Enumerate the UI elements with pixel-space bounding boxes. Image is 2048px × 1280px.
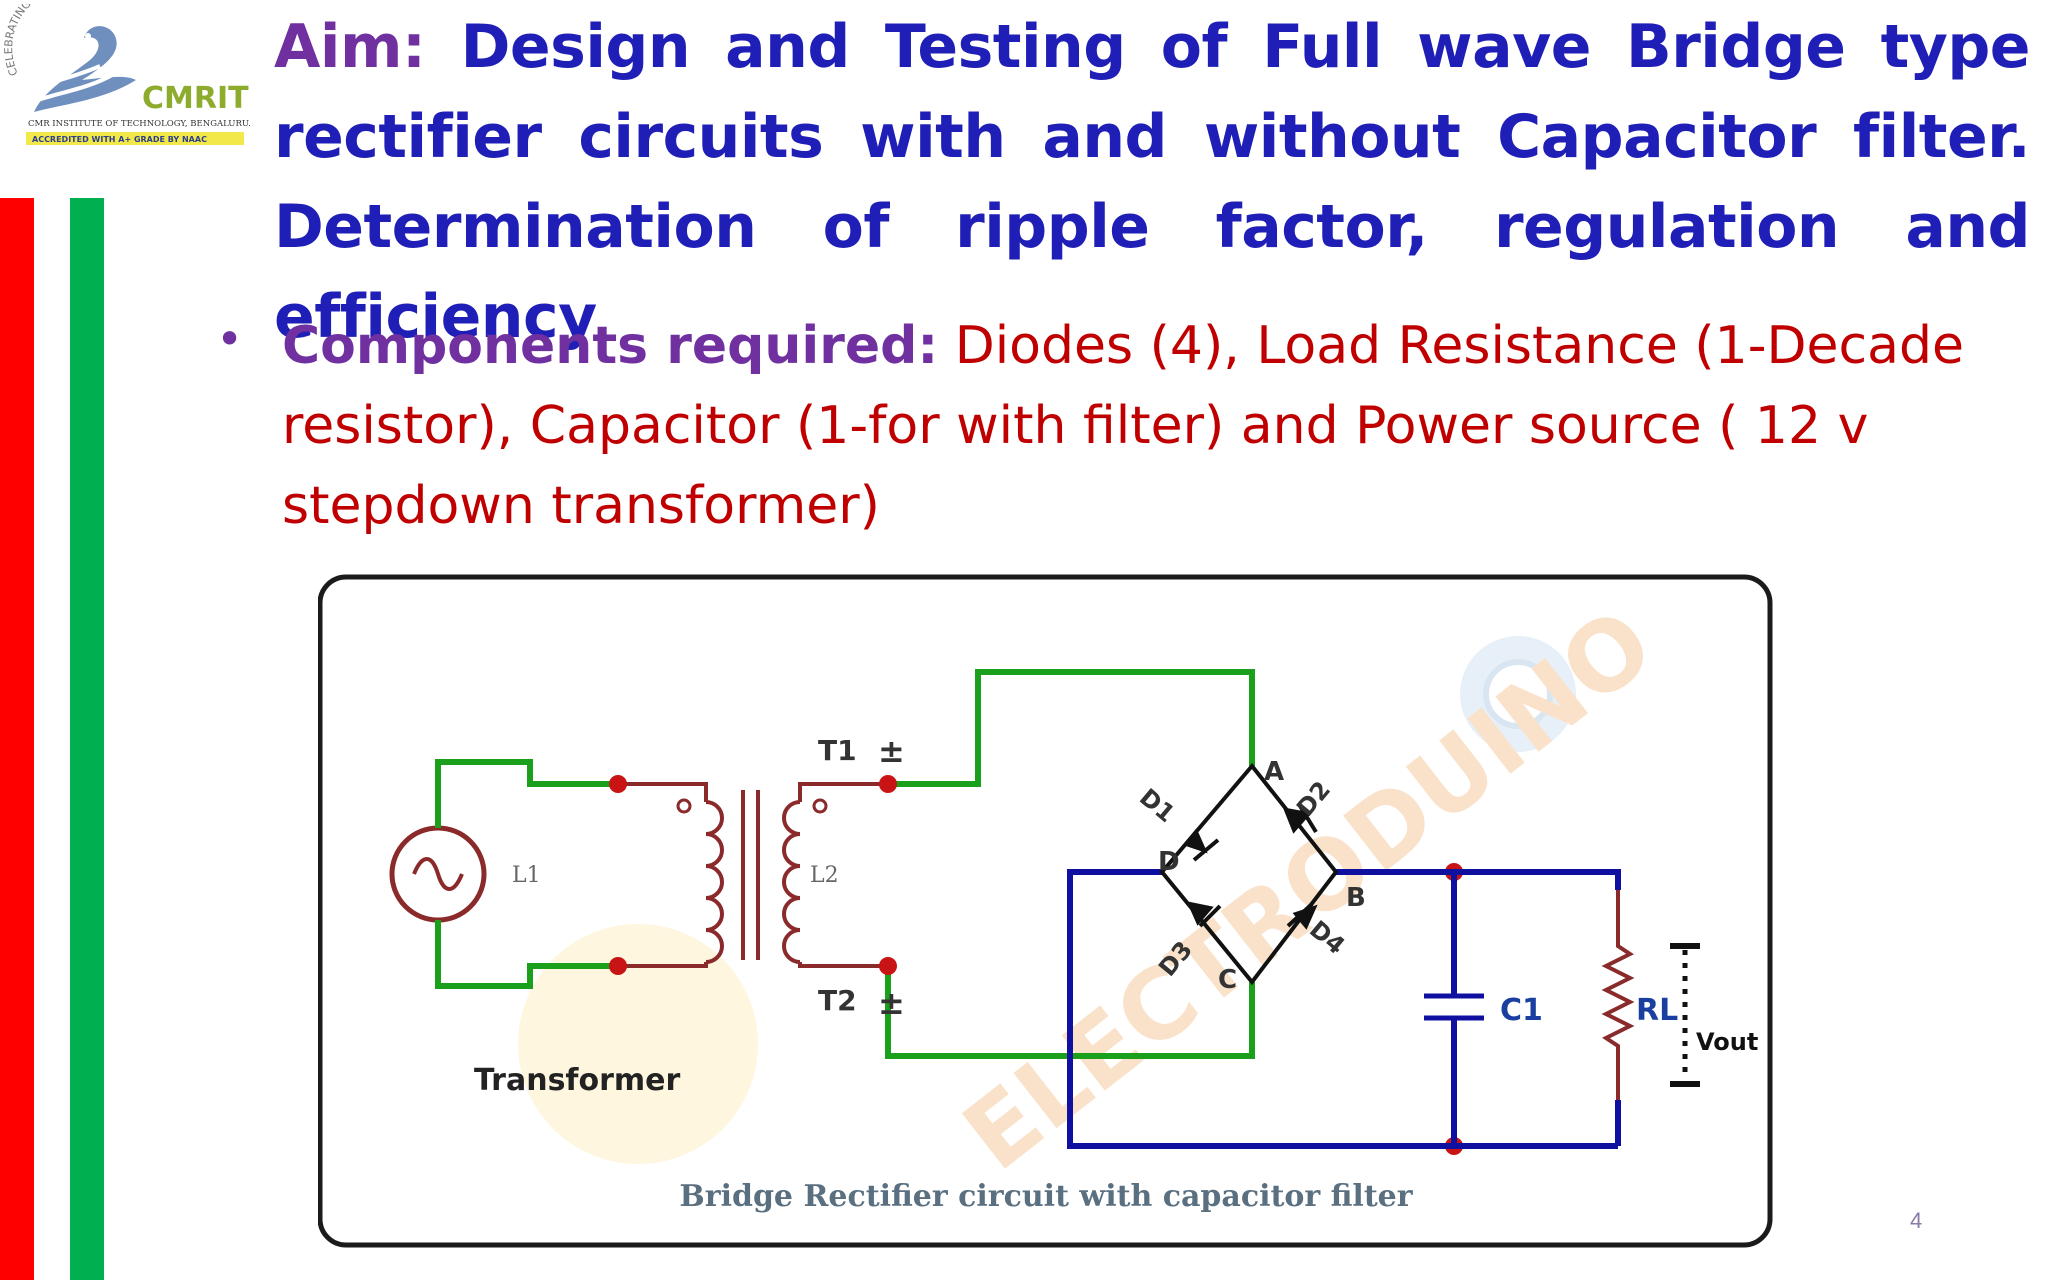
decor-stripe-green	[70, 198, 104, 1280]
capacitor-c1-icon	[1424, 993, 1484, 1021]
label-t2: T2	[818, 984, 857, 1017]
label-transformer: Transformer	[474, 1063, 680, 1098]
label-node-d: D	[1158, 847, 1180, 877]
diode-bridge	[1159, 762, 1339, 986]
decor-stripe-red	[0, 198, 34, 1280]
label-node-a: A	[1264, 757, 1284, 787]
label-vout: Vout	[1696, 1028, 1758, 1056]
label-l2: L2	[810, 863, 839, 888]
page-number: 4	[1910, 1208, 1923, 1233]
logo-arc-text: CELEBRATING 25 YEARS	[4, 4, 86, 78]
logo-brand: CMRIT	[142, 81, 249, 116]
label-rl: RL	[1636, 993, 1678, 1028]
label-c1: C1	[1500, 993, 1543, 1028]
dc-wires	[1067, 869, 1621, 1149]
diagram-frame	[318, 574, 1773, 1248]
label-l1: L1	[512, 863, 541, 888]
label-t2-polarity: ±	[878, 984, 905, 1022]
primary-coil	[618, 782, 724, 968]
label-t1: T1	[818, 734, 857, 767]
aim-label: Aim:	[274, 12, 426, 82]
junction-nodes	[609, 775, 1463, 1155]
diagram-caption: Bridge Rectifier circuit with capacitor …	[679, 1179, 1413, 1214]
diode-d1-icon	[1182, 828, 1220, 862]
diode-d4-icon	[1286, 902, 1318, 930]
bridge-rectifier-diagram: ELECTRODUINO	[318, 574, 1773, 1248]
aim-text: Design and Testing of Full wave Bridge t…	[274, 12, 2031, 352]
components-text: Diodes (4), Load Resistance (1-Decade re…	[282, 316, 1964, 536]
secondary-dot	[812, 798, 828, 814]
logo-institute: CMR INSTITUTE OF TECHNOLOGY, BENGALURU.	[28, 119, 250, 129]
label-node-c: C	[1218, 965, 1237, 995]
decor-stripe-white	[34, 198, 70, 1280]
bullet-dot: •	[216, 312, 244, 366]
cmrit-logo: CELEBRATING 25 YEARS CMRIT CMR INSTITUTE…	[4, 4, 250, 145]
logo-accreditation-band	[26, 132, 244, 145]
secondary-coil	[782, 782, 888, 968]
label-t1-polarity: ±	[878, 732, 905, 770]
transformer-core	[741, 790, 760, 960]
resistor-rl-icon	[1601, 890, 1635, 1100]
vout-indicator	[1670, 943, 1700, 1087]
primary-dot	[676, 798, 692, 814]
slide-title: Aim: Design and Testing of Full wave Bri…	[274, 2, 2031, 362]
logo-accreditation: ACCREDITED WITH A+ GRADE BY NAAC	[32, 135, 207, 144]
swan-icon	[34, 26, 136, 112]
components-label: Components required:	[282, 316, 939, 376]
diode-d2-icon	[1282, 804, 1318, 834]
components-paragraph: Components required: Diodes (4), Load Re…	[282, 306, 1982, 546]
diode-d3-icon	[1186, 901, 1222, 928]
label-node-b: B	[1346, 883, 1366, 913]
